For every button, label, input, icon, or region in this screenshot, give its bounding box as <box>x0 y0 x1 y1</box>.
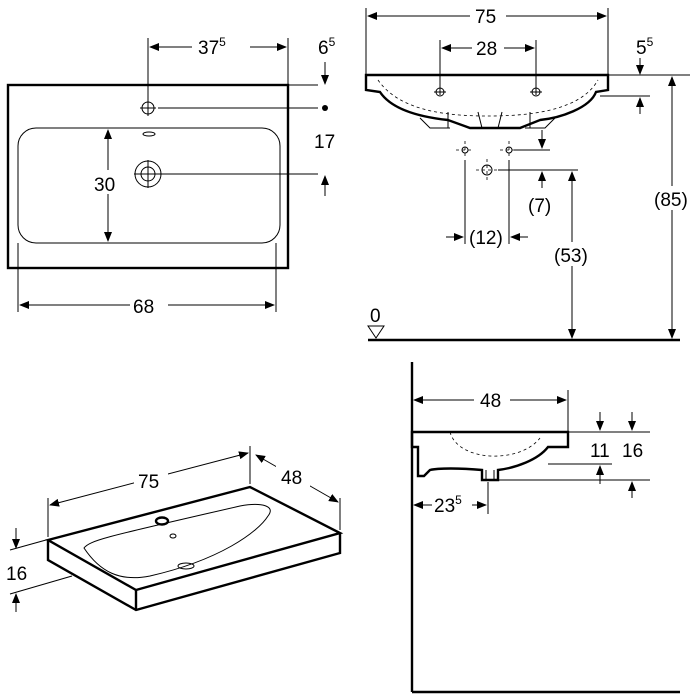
dim-tap-offset: 375 <box>198 35 226 59</box>
basin-iso-top <box>44 485 344 592</box>
dim-iso-height: 16 <box>6 564 27 585</box>
dim-iso-length: 75 <box>138 472 159 493</box>
dim-supply-spacing: (12) <box>469 228 503 249</box>
side-view: 48 11 16 235 <box>410 362 680 694</box>
dim-iso-depth: 48 <box>281 468 302 489</box>
dim-drain-offset: 235 <box>434 493 462 517</box>
basin-side-profile <box>410 430 570 482</box>
top-view: 375 65 17 30 68 <box>6 35 336 318</box>
dim-rim: 55 <box>636 35 654 59</box>
dim-tap-drain: 17 <box>314 132 335 153</box>
supply-points <box>456 141 518 181</box>
dim-outer-height: 16 <box>622 441 643 462</box>
basin-iso-bowl <box>83 503 271 579</box>
floor-label: 0 <box>370 306 381 327</box>
dim-side-depth: 48 <box>480 391 501 412</box>
overflow-hole <box>142 131 156 137</box>
dim-basin-width: 68 <box>133 297 154 318</box>
dim-inner-height: 11 <box>590 441 610 462</box>
dim-total-width: 75 <box>475 7 496 28</box>
basin-front-profile <box>364 73 610 130</box>
front-view: 75 28 55 (85) <box>364 4 694 342</box>
dim-supply-offset: (7) <box>528 196 551 217</box>
isometric-view: 75 48 16 <box>6 446 344 612</box>
basin-bowl-top <box>17 127 281 244</box>
dim-edge-offset: 65 <box>318 35 336 59</box>
dim-drain-height: (53) <box>554 246 588 267</box>
dim-total-height: (85) <box>654 190 688 211</box>
dim-hole-spacing: 28 <box>476 39 497 60</box>
dim-basin-depth: 30 <box>94 175 115 196</box>
